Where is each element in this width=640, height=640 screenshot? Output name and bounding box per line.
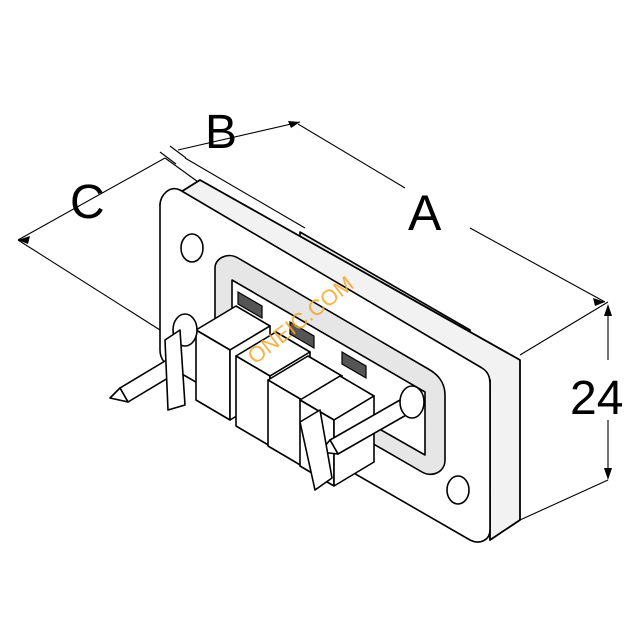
dimension-b-label: B <box>205 106 237 159</box>
dimension-c-label: C <box>70 176 105 229</box>
mounting-hole-top <box>180 233 204 263</box>
connector-body <box>109 179 521 543</box>
dimension-height-label: 24 <box>570 372 623 425</box>
guide-post-right <box>299 385 425 491</box>
dimension-lines <box>17 121 612 521</box>
dimension-a-label: A <box>408 185 442 241</box>
mounting-hole-bottom <box>446 475 470 505</box>
guide-post-left <box>109 313 198 411</box>
